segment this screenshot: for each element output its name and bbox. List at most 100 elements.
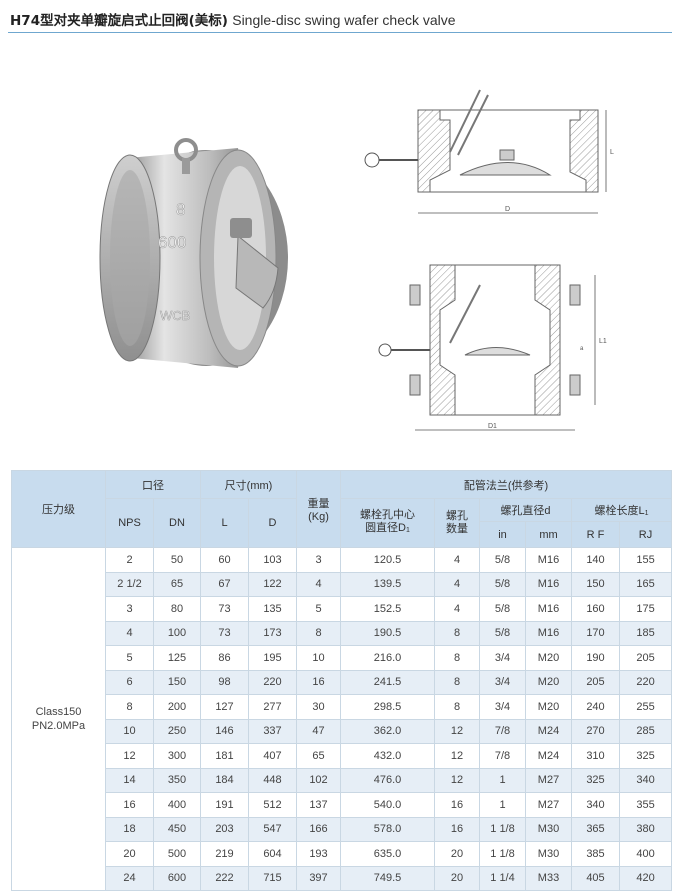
table-cell: 20 [434,841,480,867]
table-cell: 170 [571,620,620,646]
table-cell: 600 [153,865,201,891]
table-cell: 18 [105,816,154,842]
table-cell: 1 [479,767,526,793]
table-cell: M30 [525,816,572,842]
table-cell: 12 [434,767,480,793]
dim-label-d1: D1 [488,423,497,430]
table-cell: 255 [618,694,673,720]
table-cell: 8 [434,694,480,720]
table-cell: 195 [248,645,297,671]
table-cell: 3 [105,596,154,622]
table-cell: 102 [296,767,341,793]
table-cell: 362.0 [340,718,435,744]
table-cell: 16 [105,792,154,818]
header-d: D [248,498,297,548]
table-cell: 103 [248,547,297,573]
table-cell: M16 [525,596,572,622]
table-cell: 578.0 [340,816,435,842]
header-holes: 螺孔 数量 [434,498,480,548]
table-cell: 203 [200,816,249,842]
table-cell: 150 [153,669,201,695]
table-cell: M27 [525,792,572,818]
table-cell: 3/4 [479,645,526,671]
table-cell: 240 [571,694,620,720]
photo-size-mark: 8 [176,200,185,219]
table-cell: 1 1/8 [479,816,526,842]
table-cell: 8 [296,620,341,646]
table-cell: 350 [153,767,201,793]
table-cell: 190.5 [340,620,435,646]
table-cell: 146 [200,718,249,744]
table-cell: 155 [618,547,673,573]
table-cell: 10 [105,718,154,744]
table-cell: 127 [200,694,249,720]
header-pcd-sub: 1 [406,527,410,534]
header-pcd: 螺栓孔中心 圆直径D1 [340,498,435,548]
table-cell: M20 [525,645,572,671]
table-cell: 30 [296,694,341,720]
table-cell: 5/8 [479,596,526,622]
header-flange: 配管法兰(供参考) [339,470,673,499]
header-dn: DN [153,498,201,548]
header-bolt-len-sub: 1 [644,510,649,517]
header-bolt-len: 螺栓长度L1 [570,498,673,522]
header-in: in [479,521,526,548]
table-cell: M33 [525,865,572,891]
table-cell: 547 [248,816,297,842]
table-cell: 3/4 [479,694,526,720]
table-cell: 400 [618,841,673,867]
table-cell: 16 [434,816,480,842]
table-cell: 220 [618,669,673,695]
table-cell: 16 [434,792,480,818]
header-bolt-len-text: 螺栓长度L [594,505,645,517]
table-cell: 125 [153,645,201,671]
table-cell: 277 [248,694,297,720]
table-cell: 250 [153,718,201,744]
table-cell: 152.5 [340,596,435,622]
table-cell: 1 1/8 [479,841,526,867]
table-cell: 715 [248,865,297,891]
table-cell: 365 [571,816,620,842]
table-cell: M27 [525,767,572,793]
table-cell: 80 [153,596,201,622]
dim-label-l: L [610,149,614,156]
table-cell: 100 [153,620,201,646]
table-cell: 222 [200,865,249,891]
header-size: 尺寸(mm) [200,470,297,499]
table-cell: 310 [571,743,620,769]
table-cell: 122 [248,571,297,597]
table-cell: M24 [525,743,572,769]
header-hole-dia: 螺孔直径d [479,498,572,522]
dim-label-l1: L1 [599,338,607,345]
table-cell: 400 [153,792,201,818]
table-cell: 135 [248,596,297,622]
header-pcd-text: 螺栓孔中心 圆直径D [360,509,415,534]
table-cell: 166 [296,816,341,842]
table-cell: 407 [248,743,297,769]
table-cell: 5/8 [479,620,526,646]
table-cell: 448 [248,767,297,793]
table-cell: 173 [248,620,297,646]
table-cell: 5/8 [479,571,526,597]
table-cell: 24 [105,865,154,891]
header-weight: 重量 (Kg) [296,470,341,548]
table-cell: 325 [618,743,673,769]
table-cell: 6 [105,669,154,695]
table-cell: 12 [434,718,480,744]
table-cell: 193 [296,841,341,867]
table-cell: 20 [105,841,154,867]
valve-photo: 8 600 WCB [99,138,288,368]
table-cell: 185 [618,620,673,646]
table-cell: 98 [200,669,249,695]
header-rf: R F [571,521,620,548]
table-cell: 160 [571,596,620,622]
table-cell: 405 [571,865,620,891]
header-nps: NPS [105,498,154,548]
